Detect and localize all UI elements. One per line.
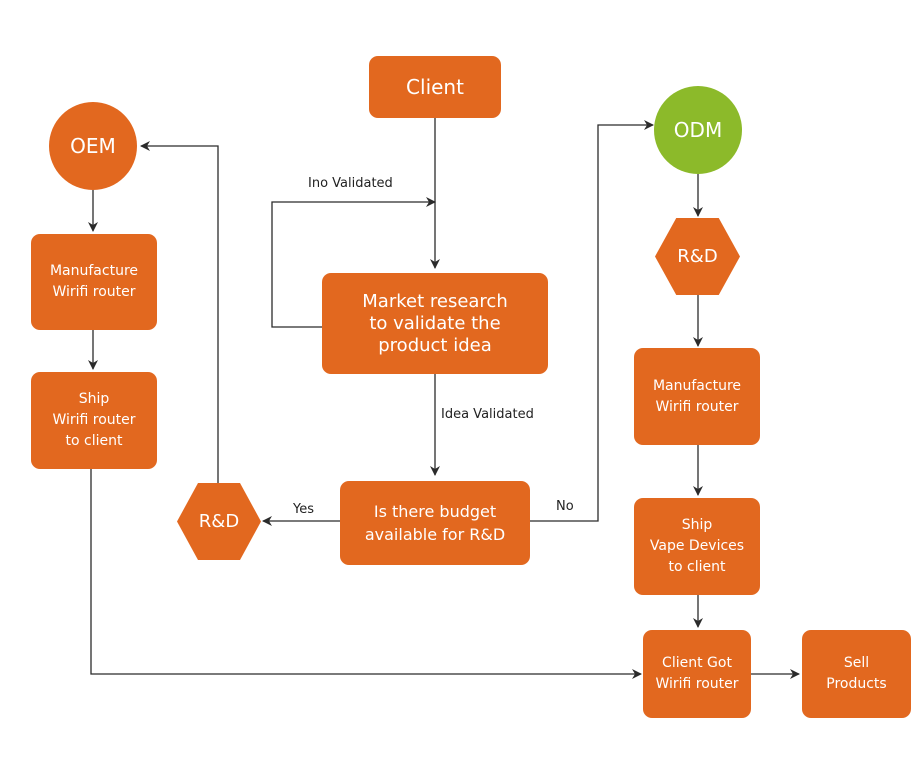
edge-ino-validated-loop: [271, 197, 436, 328]
manufacture-right-node: Manufacture Wirifi router: [634, 348, 760, 445]
ship-right-node: Ship Vape Devices to client: [634, 498, 760, 595]
ship-left-node: Ship Wirifi router to client: [31, 372, 157, 469]
manufacture-left-node: Manufacture Wirifi router: [31, 234, 157, 330]
budget-decision-node: Is there budget available for R&D: [340, 481, 530, 565]
edge-rd-oem: [140, 141, 219, 483]
sell-products-node: Sell Products: [802, 630, 911, 718]
edge-ship-clientgot: [90, 469, 642, 679]
odm-node: ODM: [654, 86, 742, 174]
oem-node: OEM: [49, 102, 137, 190]
yes-label: Yes: [293, 502, 314, 517]
client-got-node: Client Got Wirifi router: [643, 630, 751, 718]
idea-validated-label: Idea Validated: [441, 407, 534, 422]
market-research-node: Market research to validate the product …: [322, 273, 548, 374]
no-label: No: [556, 499, 574, 514]
ino-validated-label: Ino Validated: [308, 176, 393, 191]
client-node: Client: [369, 56, 501, 118]
edge-budget-no: [530, 120, 654, 522]
rd-right-node: R&D: [655, 218, 740, 295]
